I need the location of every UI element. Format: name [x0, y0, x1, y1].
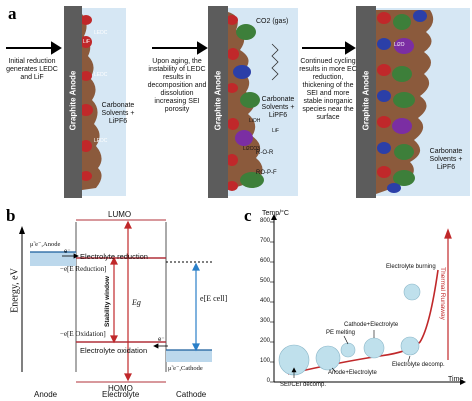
oxidation-label: Electrolyte oxidation	[80, 346, 148, 355]
stage-1-lif	[79, 15, 93, 181]
bubble-electrolyte-decomp	[400, 336, 420, 356]
bubble-pe-melting	[340, 342, 356, 358]
panel-b-y-axis: Energy, eV	[9, 268, 21, 313]
panel-c-x-label: Time	[448, 376, 464, 383]
step-3-text: Continued cycling results in more EC red…	[299, 58, 357, 121]
species-lioh: LiOH	[249, 118, 261, 124]
panel-a-letter: a	[8, 4, 17, 23]
solvents-label-3: Carbonate Solvents + LiPF6	[429, 148, 463, 171]
reduction-label: Electrolyte reduction	[80, 252, 148, 261]
stage-2	[208, 6, 298, 198]
stage-2-inorganics	[233, 24, 264, 188]
column-anode: Anode	[34, 390, 58, 399]
electron-label-cathode: e⁻	[158, 337, 165, 343]
homo-label: HOMO	[108, 384, 133, 393]
bubble-electrolyte-burning	[403, 283, 421, 301]
solvents-label-2: Carbonate Solvents + LiPF6	[261, 96, 295, 119]
column-electrolyte: Electrolyte	[102, 390, 140, 399]
panel-c-letter: c	[244, 206, 252, 225]
ecell-label: e[E cell]	[200, 294, 228, 303]
y-tick-100: 100	[259, 358, 270, 364]
bubble-anode-electrolyte	[315, 345, 341, 371]
species-ledc-3: LEDC	[94, 138, 108, 144]
annotation-thermal-runaway: Thermal Runaway	[438, 267, 446, 320]
mu-anode-label: μ̃ e⁻,Anode	[30, 241, 61, 248]
panel-a-illustration	[6, 6, 470, 198]
stability-window-arrow	[110, 256, 118, 344]
species-li2o: Li2O	[394, 42, 405, 48]
annotation-cathode-electrolyte: Cathode+Electrolyte	[344, 322, 399, 328]
anode-label-3: Graphite Anode	[361, 70, 371, 131]
stage-3	[356, 6, 470, 198]
eg-label: Eg	[132, 298, 141, 307]
panel-b-energy-diagram	[19, 219, 212, 383]
species-co2: CO2 (gas)	[256, 18, 289, 25]
species-lif-1: LiF	[83, 39, 90, 45]
stage-3-inorganics	[377, 10, 427, 193]
species-ether: R-O-R	[256, 150, 274, 156]
solvents-label-1: Carbonate Solvents + LiPF6	[101, 102, 135, 125]
e-oxidation-label: −e[E Oxidation]	[60, 330, 106, 338]
species-li2co3: Li2CO3	[243, 146, 260, 152]
reaction-bubbles	[278, 283, 421, 376]
mu-cathode-label: μ̃ e⁻,Cathode	[168, 365, 203, 372]
stage-1	[64, 6, 126, 198]
y-tick-0: 0	[266, 378, 270, 384]
column-cathode: Cathode	[176, 390, 207, 399]
annotation-anode-electrolyte: Anode+Electrolyte	[328, 370, 377, 376]
annotation-pe-melting: PE melting	[326, 330, 356, 336]
y-tick-500: 500	[259, 278, 270, 284]
step-1-text: Initial reduction generates LEDC and LiF	[6, 58, 58, 81]
y-tick-800: 800	[259, 218, 270, 224]
y-tick-700: 700	[259, 238, 270, 244]
species-lif-bubble: LiF	[272, 128, 279, 134]
anode-fermi-band	[30, 252, 76, 266]
stage-2-lif	[226, 15, 239, 191]
panel-c-thermal-chart	[270, 214, 466, 385]
y-tick-600: 600	[259, 258, 270, 264]
annotation-electrolyte-decomp: Electrolyte decomp.	[392, 362, 445, 368]
y-tick-200: 200	[259, 338, 270, 344]
species-fluorophosphate: RO-P-F	[256, 170, 277, 176]
electron-label-anode: e⁻	[64, 249, 71, 255]
panel-c-y-label: Temp/°C	[262, 210, 289, 217]
panel-b-letter: b	[6, 206, 16, 225]
species-ledc-2: LEDC	[94, 72, 108, 78]
step-2-text: Upon aging, the instability of LEDC resu…	[147, 58, 207, 113]
ecell-arrow	[192, 262, 200, 352]
y-tick-300: 300	[259, 318, 270, 324]
step-arrows	[6, 41, 356, 55]
cathode-fermi-band	[166, 350, 212, 362]
y-tick-400: 400	[259, 298, 270, 304]
stability-window-label: Stability window	[103, 276, 111, 327]
eg-arrow	[124, 220, 132, 382]
species-ledc-1: LEDC	[94, 30, 108, 36]
annotation-electrolyte-burning: Electrolyte burning	[386, 264, 436, 270]
annotation-sei-decomp: SEI/CEI decomp.	[280, 382, 327, 388]
anode-label-1: Graphite Anode	[68, 70, 78, 131]
lumo-label: LUMO	[108, 210, 132, 219]
ether-chain-icon	[271, 43, 279, 81]
anode-label-2: Graphite Anode	[213, 70, 223, 131]
thermal-runaway-arrow	[444, 228, 452, 360]
bubble-cathode-electrolyte	[363, 337, 385, 359]
e-reduction-label: −e[E Reduction]	[60, 265, 107, 273]
